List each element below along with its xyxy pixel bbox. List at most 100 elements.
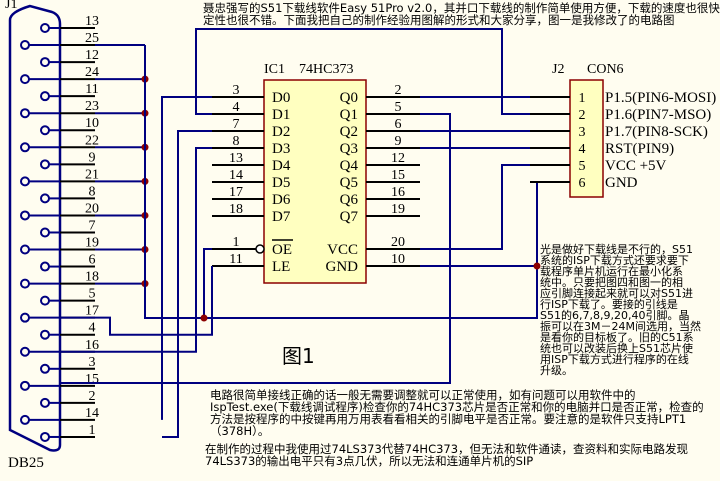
- db25-pin-number: 13: [85, 14, 99, 29]
- db25-pin-number: 11: [85, 82, 98, 97]
- db25-pin-number: 12: [85, 48, 99, 63]
- ic1-pin-number: 20: [391, 235, 405, 250]
- side-note-line: 行ISP下载了。要接的引线是: [540, 298, 678, 311]
- side-note-line: 应引脚连接起来就可以对S51进: [540, 287, 693, 300]
- j2-pin-label: RST(PIN9): [605, 141, 674, 157]
- db25-pin-number: 22: [85, 133, 99, 148]
- wire-le: [60, 266, 213, 336]
- ic1-pin-name: Q0: [340, 90, 358, 106]
- j2-pin-label: P1.7(PIN8-SCK): [605, 124, 708, 140]
- db25-pin-circle: [40, 363, 50, 374]
- j2-pin-label: VCC +5V: [605, 158, 667, 174]
- j2-pin-label: P1.5(PIN6-MOSI): [605, 90, 716, 106]
- junction-dot: [200, 314, 208, 322]
- ic1-pin-name: Q7: [340, 209, 359, 225]
- db25-pin-circle: [20, 414, 30, 425]
- db25-pin-number: 10: [85, 116, 99, 131]
- db25-pin-circle: [40, 125, 50, 136]
- db25-pin-number: 25: [85, 31, 99, 46]
- db25-pin-number: 21: [85, 167, 99, 182]
- db25-pin-number: 1: [89, 423, 96, 438]
- j2-pin-number: 4: [579, 142, 586, 157]
- ic1-pin-name: Q2: [340, 124, 358, 140]
- ic1-pin-number: 13: [229, 151, 243, 166]
- intro-text: 聂忠强写的S51下载线软件Easy 51Pro v2.0，其并口下载线的制作简单…: [203, 2, 720, 26]
- ic1-pin-name: D5: [272, 175, 290, 191]
- db25-pin-number: 8: [89, 184, 96, 199]
- j2-part: CON6: [587, 62, 624, 77]
- usage-note: 电路很简单接线正确的话一般无需要调整就可以正常使用，如有问题可以用软件中的 Is…: [210, 389, 704, 437]
- db25-pin-circle: [20, 74, 30, 85]
- ic1-pin-name: Q4: [340, 158, 359, 174]
- inversion-bubble: [255, 244, 265, 254]
- ic1-pin-number: 19: [391, 202, 405, 217]
- db25-pin-number: 17: [85, 304, 99, 319]
- wire-d1-miso: [195, 28, 530, 115]
- j2-ref: J2: [552, 62, 565, 77]
- usage-note-line: IspTest.exe(下载线调试程序)检查你的74HC373芯片是否正常和你的…: [210, 400, 704, 414]
- db25-pin-circle: [20, 380, 30, 391]
- db25-pin-circle: [40, 431, 50, 442]
- side-note-line: 光是做好下载线是不行的，S51: [540, 243, 693, 256]
- ic1-pin-number: 17: [229, 185, 243, 200]
- intro-line: 聂忠强写的S51下载线软件Easy 51Pro v2.0，其并口下载线的制作简单…: [203, 1, 720, 15]
- ic1-pin-name: D7: [272, 209, 291, 225]
- side-note-line: 升级。: [540, 364, 573, 377]
- db25-pin-circle: [40, 329, 50, 340]
- ic1-pin-name: VCC: [327, 242, 358, 258]
- ic1-pin-number: 2: [395, 83, 402, 98]
- ic1-pin-name: D2: [272, 124, 290, 140]
- ic1-pin-name: D0: [272, 90, 290, 106]
- ic1-pin-number: 6: [395, 117, 402, 132]
- ic1-ref: IC1: [264, 62, 285, 77]
- ic1-pin-number: 15: [391, 168, 405, 183]
- substitution-note-line: 在制作的过程中我使用过74LS373代替74HC373，但无法和软件通读，查资料…: [205, 442, 689, 456]
- db25-pin-number: 9: [89, 150, 96, 165]
- ic1-pin-name: D6: [272, 192, 291, 208]
- ic1-part: 74HC373: [299, 62, 354, 77]
- wire-oe: [203, 248, 212, 318]
- side-note-line: 振可以在3M－24M间选用，当然: [540, 320, 701, 333]
- ic1-pin-number: 14: [229, 168, 243, 183]
- ic1-pin-name: Q6: [340, 192, 359, 208]
- db25-pin-circle: [40, 193, 50, 204]
- db25-pin-circle: [20, 176, 30, 187]
- ic1-pin-name: D4: [272, 158, 291, 174]
- wire-d2: [162, 130, 212, 438]
- side-note-line: 载程序单片机运行在最小化系: [540, 265, 683, 278]
- db25-pin-circle: [20, 40, 30, 51]
- db25-pin-circle: [40, 261, 50, 272]
- j2-pin-number: 2: [579, 108, 586, 123]
- db25-pin-number: 15: [85, 372, 99, 387]
- wire-vcc: [420, 164, 530, 250]
- db25-pin-circle: [40, 159, 50, 170]
- ic1-pin-name: D1: [272, 107, 290, 123]
- db25-pin-circle: [20, 108, 30, 119]
- j1-type: DB25: [8, 455, 44, 471]
- ic1-pin-name: LE: [272, 259, 290, 275]
- ic1-pin-number: 11: [229, 252, 242, 267]
- db25-pin-circle: [20, 278, 30, 289]
- j2-pin-number: 6: [579, 176, 586, 191]
- ic1-pin-number: 10: [391, 252, 405, 267]
- j2-body: [569, 79, 604, 198]
- j2-pin-label: P1.6(PIN7-MSO): [605, 107, 711, 123]
- db25-pin-number: 5: [89, 287, 96, 302]
- db25-pin-number: 7: [89, 218, 96, 233]
- intro-line: 定性也很不错。下面我把自己的制作经验用图解的形式和大家分享，图一是我修改了的电路…: [203, 13, 675, 27]
- db25-pin-circle: [20, 244, 30, 255]
- ic1-pin-number: 9: [395, 134, 402, 149]
- db25-pin-circle: [40, 227, 50, 238]
- ic1-pin-number: 4: [233, 100, 240, 115]
- ic1-pin-number: 1: [233, 235, 240, 250]
- ic1-pin-name: D3: [272, 141, 290, 157]
- side-note-line: S51的6,7,8,9,20,40引脚。晶: [540, 309, 690, 322]
- j2-pin-number: 3: [579, 125, 586, 140]
- db25-pin-number: 20: [85, 201, 99, 216]
- db25-pin-circle: [20, 210, 30, 221]
- db25-pin-circle: [20, 142, 30, 153]
- db25-pin-number: 3: [89, 355, 96, 370]
- usage-note-line: 电路很简单接线正确的话一般无需要调整就可以正常使用，如有问题可以用软件中的: [210, 388, 636, 402]
- db25-pin-number: 24: [85, 65, 99, 80]
- side-note-line: 是看你的目标板了。旧的C51系: [540, 331, 694, 344]
